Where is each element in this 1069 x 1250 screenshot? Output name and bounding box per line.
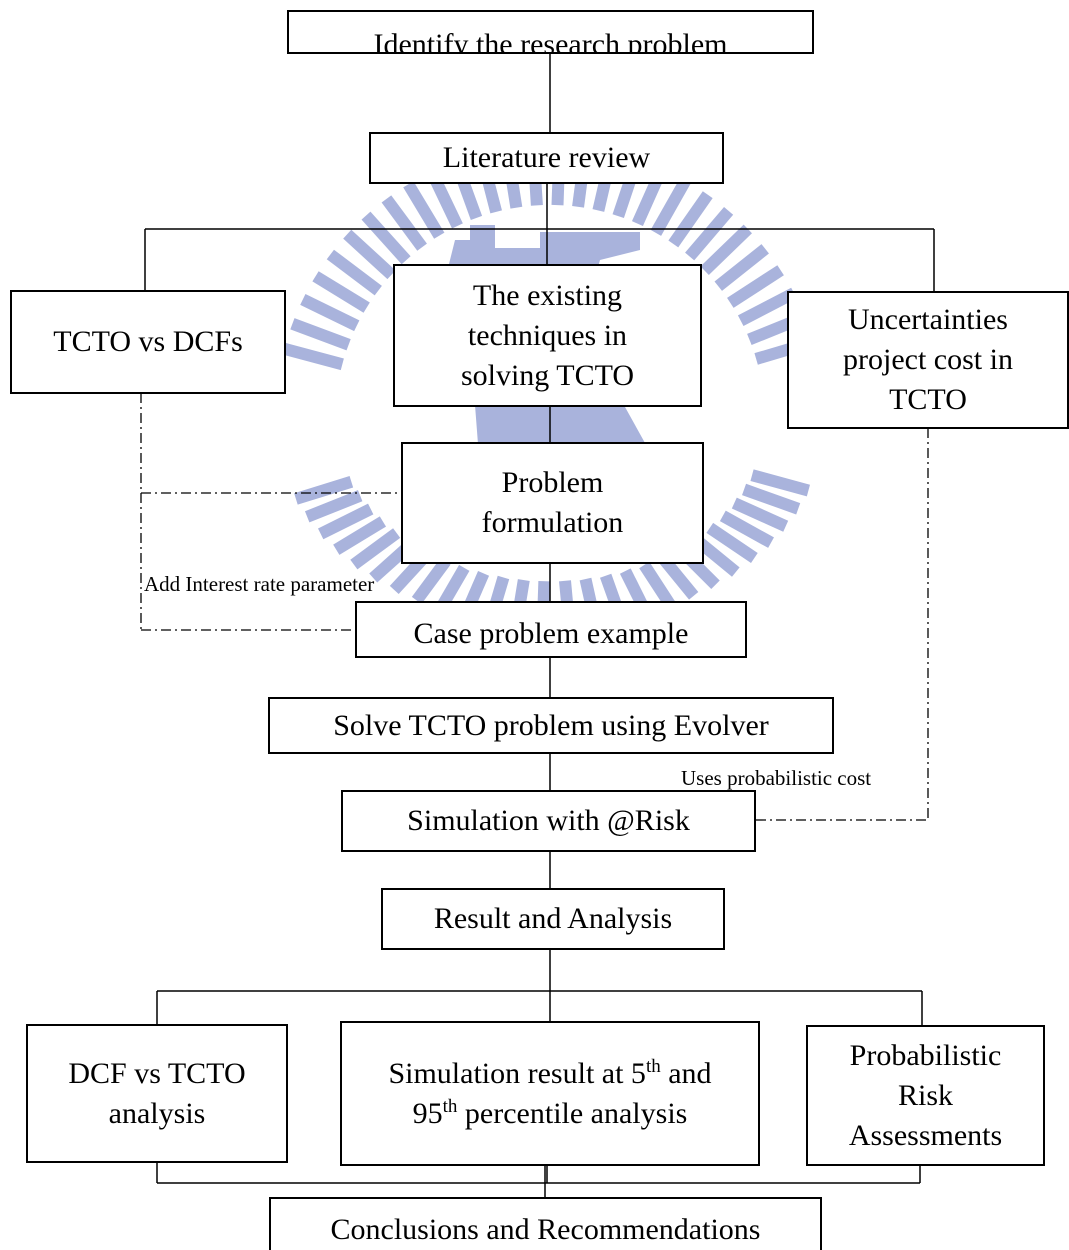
literature-review-box: Literature review bbox=[369, 132, 724, 184]
solve-evolver-text: Solve TCTO problem using Evolver bbox=[333, 708, 769, 742]
simulation-risk-box: Simulation with @Risk bbox=[341, 790, 756, 852]
existing-techniques-line2: techniques in bbox=[467, 318, 628, 352]
literature-review-text: Literature review bbox=[442, 141, 651, 174]
uncertainties-box: Uncertainties project cost in TCTO bbox=[787, 291, 1069, 429]
identify-problem-box: Identify the research problem bbox=[287, 10, 814, 54]
uncertainties-line3: TCTO bbox=[889, 383, 967, 416]
probabilistic-risk-line3: Assessments bbox=[848, 1118, 1003, 1152]
existing-techniques-line3: solving TCTO bbox=[460, 358, 635, 392]
problem-formulation-line1: Problem bbox=[501, 466, 604, 499]
existing-techniques-line1: The existing bbox=[472, 278, 623, 312]
existing-techniques-box: The existing techniques in solving TCTO bbox=[393, 264, 702, 407]
dcf-vs-tcto-line2: analysis bbox=[108, 1096, 206, 1130]
dcf-vs-tcto-box: DCF vs TCTO analysis bbox=[26, 1024, 288, 1163]
simulation-result-line1: Simulation result at 5th and bbox=[388, 1054, 711, 1094]
simres-text-b: and bbox=[660, 1056, 712, 1090]
conclusions-box: Conclusions and Recommendations bbox=[269, 1197, 822, 1250]
uncertainties-line1: Uncertainties bbox=[848, 303, 1008, 336]
identify-problem-text: Identify the research problem bbox=[373, 28, 728, 54]
probabilistic-risk-box: Probabilistic Risk Assessments bbox=[806, 1025, 1045, 1166]
dcf-vs-tcto-line1: DCF vs TCTO bbox=[68, 1056, 246, 1090]
probabilistic-cost-label: Uses probabilistic cost bbox=[681, 766, 872, 790]
problem-formulation-line2: formulation bbox=[481, 506, 624, 539]
simulation-result-line2: 95th percentile analysis bbox=[388, 1094, 711, 1134]
simres-text-a: Simulation result at 5 bbox=[388, 1056, 646, 1090]
solve-evolver-box: Solve TCTO problem using Evolver bbox=[268, 697, 834, 754]
interest-rate-label: Add Interest rate parameter bbox=[144, 572, 375, 596]
simulation-risk-text: Simulation with @Risk bbox=[407, 804, 690, 837]
conclusions-text: Conclusions and Recommendations bbox=[330, 1213, 761, 1246]
simres-text-d: percentile analysis bbox=[457, 1096, 688, 1130]
uncertainties-line2: project cost in bbox=[843, 343, 1013, 376]
case-problem-text: Case problem example bbox=[413, 617, 689, 650]
tcto-vs-dcfs-box: TCTO vs DCFs bbox=[10, 290, 286, 394]
result-analysis-box: Result and Analysis bbox=[381, 888, 725, 950]
simres-sup-2: th bbox=[442, 1095, 458, 1117]
problem-formulation-box: Problem formulation bbox=[401, 442, 704, 564]
tcto-vs-dcfs-text: TCTO vs DCFs bbox=[53, 325, 243, 358]
probabilistic-risk-line1: Probabilistic bbox=[849, 1038, 1002, 1072]
simres-sup-1: th bbox=[645, 1055, 661, 1077]
simulation-result-box: Simulation result at 5th and 95th percen… bbox=[340, 1021, 760, 1166]
probabilistic-risk-line2: Risk bbox=[897, 1078, 954, 1112]
case-problem-box: Case problem example bbox=[355, 601, 747, 658]
simres-text-c: 95 bbox=[412, 1096, 443, 1130]
result-analysis-text: Result and Analysis bbox=[433, 902, 673, 935]
